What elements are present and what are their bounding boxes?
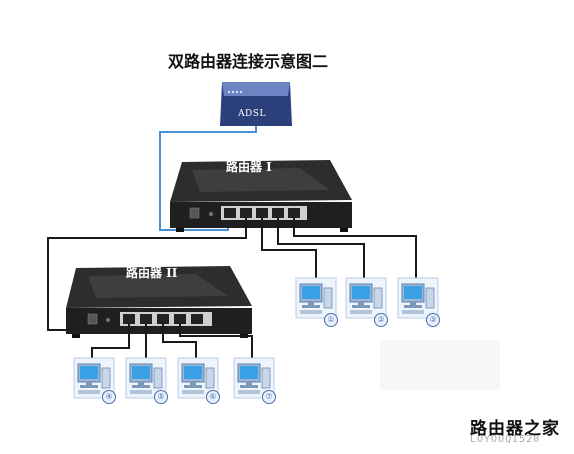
router-1 [170,160,352,232]
router-2 [66,266,252,338]
pc-icon-6 [177,357,219,399]
pc-icon-2 [345,277,387,319]
pc-number-2: ② [374,313,388,327]
pc-icon-5 [125,357,167,399]
watermark: 路由器之家 [470,419,560,439]
adsl-modem [220,82,292,126]
pc-number-4: ④ [102,390,116,404]
pc-group [73,277,439,399]
pc-number-6: ⑥ [206,390,220,404]
pc-icon-1 [295,277,337,319]
router-1-label: 路由器 I [226,160,272,174]
pc-icon-3 [397,277,439,319]
watermark-sub: LUYOUQI520 [470,434,541,445]
diagram-title: 双路由器连接示意图二 [167,52,328,71]
pc-icon-4 [73,357,115,399]
pc-icon-7 [233,357,275,399]
cable-router1-to-router2 [47,218,247,331]
cables-router2-pcs [91,324,253,360]
cables-router1-pcs [261,218,417,280]
pc-number-5: ⑤ [154,390,168,404]
pc-number-7: ⑦ [262,390,276,404]
pc-number-3: ③ [426,313,440,327]
pc-number-1: ① [324,313,338,327]
router-2-label: 路由器 II [126,266,178,280]
adsl-label: ADSL [238,109,266,119]
